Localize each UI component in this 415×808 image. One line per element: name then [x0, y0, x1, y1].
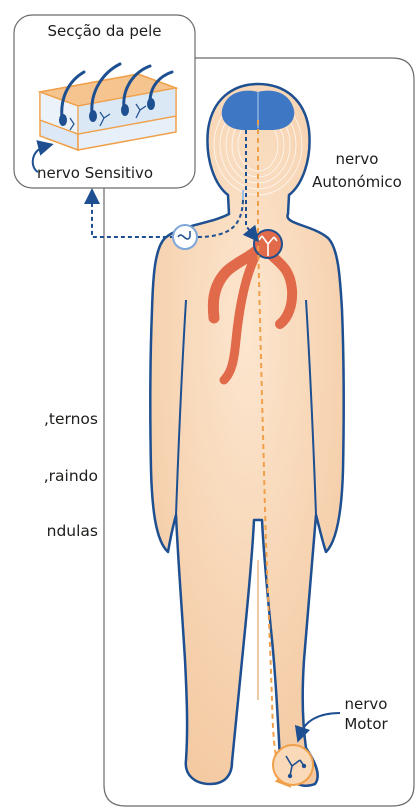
side-text-line-2: raindo, [0, 467, 98, 485]
autonomic-nerve-label-line1: nervo [310, 150, 404, 169]
autonomic-nerve-label-line2: Autonómico [310, 173, 404, 192]
skin-section-label: Secção da pele [14, 22, 195, 41]
motor-nerve-label-line1: nervo [338, 695, 394, 714]
sensory-nerve-label: nervo Sensitivo [37, 164, 153, 183]
sensory-receptor-circle [173, 225, 197, 249]
motor-nerve-label-line2: Motor [338, 715, 394, 734]
motor-foot-circle [273, 745, 313, 785]
side-text-line-1: ternos, [0, 410, 98, 428]
heart-nerve-circle [254, 230, 282, 258]
side-text-line-3: ndulas [0, 522, 98, 540]
